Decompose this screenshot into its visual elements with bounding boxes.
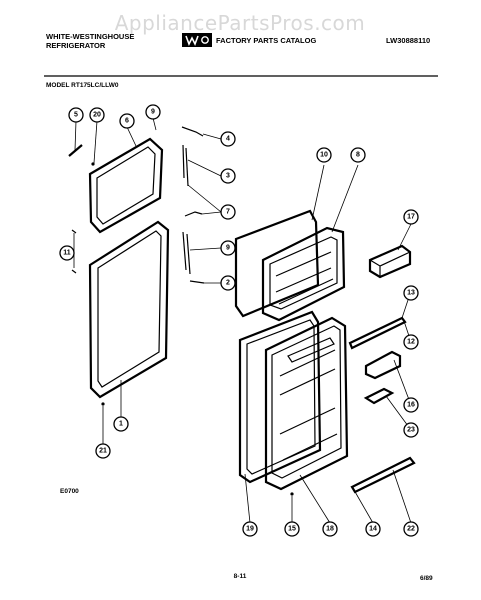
freezer-door-gasket [88,137,164,234]
callout-4: 4 [220,131,236,147]
catalog-number: LW30888110 [386,36,430,45]
callout-18: 18 [322,521,338,537]
callout-3: 3 [220,168,236,184]
brand-line1: WHITE-WESTINGHOUSE [46,32,134,41]
svg-text:6: 6 [125,118,129,125]
page-number: 8-11 [234,573,247,580]
svg-text:19: 19 [246,526,254,533]
hinge-parts [181,126,205,284]
svg-text:9: 9 [151,109,155,116]
callout-23: 23 [403,422,419,438]
svg-text:9: 9 [226,245,230,252]
screw-20 [91,162,95,166]
callout-16: 16 [403,397,419,413]
svg-text:18: 18 [326,526,334,533]
callout-19: 19 [242,521,258,537]
model-line: MODEL RT175LC/LLW0 [46,82,119,89]
callout-9: 9 [220,240,236,256]
svg-text:7: 7 [226,209,230,216]
door-bin-16 [364,350,402,380]
svg-text:12: 12 [407,339,415,346]
svg-text:1: 1 [119,421,123,428]
brand-line2: REFRIGERATOR [46,41,106,50]
svg-text:17: 17 [407,214,415,221]
svg-text:13: 13 [407,290,415,297]
callout-10: 10 [316,147,332,163]
svg-text:14: 14 [369,526,377,533]
callout-5: 5 [68,107,84,123]
callout-20: 20 [89,107,105,123]
callout-6: 6 [119,113,135,129]
butter-compartment-17 [368,244,412,279]
callout-8: 8 [350,147,366,163]
callout-22: 22 [403,521,419,537]
svg-text:20: 20 [93,112,101,119]
fresh-food-inner-door [238,310,349,491]
callout-12: 12 [403,334,419,350]
date-code: 6/89 [420,575,433,582]
svg-text:11: 11 [63,250,71,257]
callout-1: 1 [113,416,129,432]
callout-2: 2 [220,275,236,291]
fresh-food-door-gasket [88,220,170,399]
svg-text:10: 10 [320,152,328,159]
svg-text:15: 15 [288,526,296,533]
screw-21 [101,402,105,406]
svg-text:5: 5 [74,112,78,119]
wci-logo [182,33,212,47]
watermark-text: AppliancePartsPros.com [115,11,366,35]
trim-piece-5 [68,144,83,157]
callout-14: 14 [365,521,381,537]
callout-17: 17 [403,209,419,225]
shelf-bar-12 [348,316,407,350]
callout-21: 21 [95,443,111,459]
diagram-code: E0700 [60,488,79,495]
callout-15: 15 [284,521,300,537]
freezer-inner-door [234,209,346,322]
callout-labels: 5 20 6 9 4 3 7 9 2 11 1 21 10 8 17 13 12… [59,104,419,537]
screw-15 [290,492,294,496]
catalog-title: FACTORY PARTS CATALOG [216,36,316,45]
svg-text:22: 22 [407,526,415,533]
callout-9-top: 9 [145,104,161,120]
callout-13: 13 [403,285,419,301]
svg-text:4: 4 [226,136,230,143]
screws-11 [71,229,77,274]
svg-text:3: 3 [226,173,230,180]
svg-text:16: 16 [407,402,415,409]
door-bin-23 [363,387,395,405]
svg-text:2: 2 [226,280,230,287]
callout-11: 11 [59,245,75,261]
svg-text:21: 21 [99,448,107,455]
svg-text:23: 23 [407,427,415,434]
svg-text:8: 8 [356,152,360,159]
callout-7: 7 [220,204,236,220]
